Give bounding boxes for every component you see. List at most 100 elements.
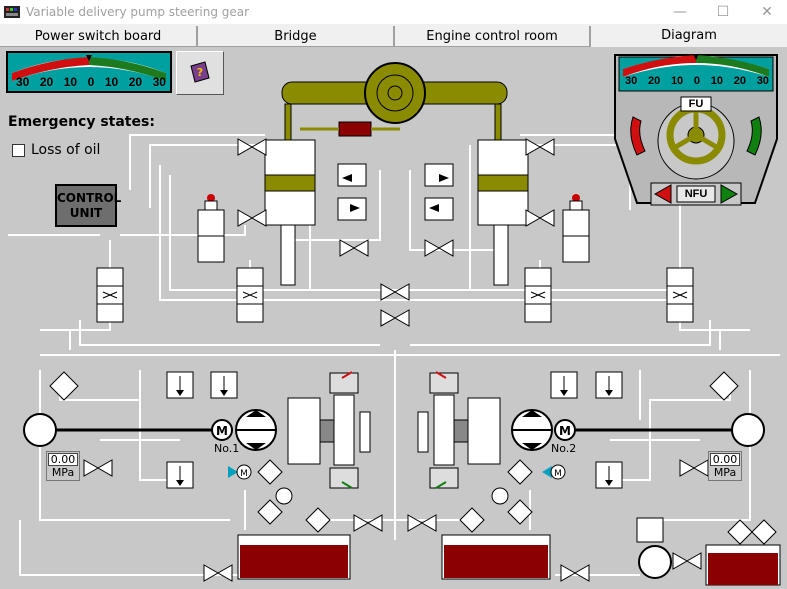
pressure-indicator-right: 0.00 MPa (708, 451, 742, 481)
valve-center-right[interactable] (424, 239, 454, 257)
gauge-left-tick-5: 10 (104, 75, 119, 89)
pilot-valve-4[interactable] (666, 267, 694, 323)
pilot-valve-2[interactable] (236, 267, 264, 323)
steering-panel-graphic (614, 54, 778, 206)
gauge-right-tick-1: 30 (625, 75, 638, 87)
check-valve-block-left (337, 163, 367, 221)
valve-tank-crossover-2[interactable] (407, 514, 437, 532)
valve-drain-right[interactable] (560, 564, 590, 582)
emergency-states-title: Emergency states: (8, 114, 155, 130)
minimize-icon: — (673, 4, 687, 20)
pump-no2-label: No.2 (551, 442, 576, 455)
motor-no2[interactable]: M (554, 419, 576, 441)
oil-tank-aux (705, 544, 781, 586)
gauge-left-tick-1: 30 (16, 75, 30, 89)
gauge-right-tick-5: 10 (710, 75, 723, 87)
pressure-right-value: 0.00 (710, 453, 740, 466)
valve-gauge-left[interactable] (83, 459, 113, 477)
gauge-right-tick-2: 20 (647, 75, 661, 87)
loss-of-oil-checkbox[interactable]: Loss of oil (12, 142, 100, 158)
svg-text:?: ? (197, 66, 203, 79)
pressure-gauge-left (275, 487, 293, 505)
servo-block-right (417, 371, 501, 489)
rudder-yoke (281, 62, 508, 285)
gauge-right-tick-7: 30 (756, 75, 769, 87)
pressure-gauge-right (491, 487, 509, 505)
filters (49, 371, 777, 545)
pilot-valve-3[interactable] (524, 267, 552, 323)
relief-valve-right-mid (550, 371, 578, 399)
aux-motor-right-label: M (554, 469, 562, 479)
valve-upper-left[interactable] (237, 209, 267, 227)
pressure-left-value: 0.00 (48, 453, 78, 466)
cylinder-left (264, 139, 316, 286)
valve-top-right[interactable] (525, 138, 555, 156)
valve-tank-crossover-1[interactable] (353, 514, 383, 532)
tab-power-switch-board[interactable]: Power switch board (0, 26, 198, 47)
maximize-button[interactable]: ☐ (703, 0, 743, 24)
tab-bar: Power switch board Bridge Engine control… (0, 24, 787, 47)
maximize-icon: ☐ (716, 4, 730, 20)
aux-motor-left-label: M (240, 469, 248, 479)
servo-block-left (287, 371, 371, 489)
pressure-right-unit: MPa (713, 466, 737, 479)
nfu-starboard-arrow-button[interactable] (721, 185, 737, 203)
gauge-right-tick-4: 0 (693, 75, 701, 87)
relief-valve-right-upper (595, 371, 623, 399)
aux-motor-left: M (228, 464, 252, 480)
bypass-valve-1[interactable] (380, 283, 410, 301)
gauge-left-tick-2: 20 (39, 75, 54, 89)
pump-no1[interactable] (235, 409, 277, 451)
pump-no1-label: No.1 (214, 442, 239, 455)
solenoid-valve-left[interactable] (197, 194, 225, 263)
loss-of-oil-checkbox-box[interactable] (12, 143, 25, 157)
nfu-port-arrow-button[interactable] (655, 185, 671, 203)
aux-pump[interactable] (638, 545, 672, 579)
valve-upper-right[interactable] (525, 209, 555, 227)
nfu-button[interactable]: NFU (684, 188, 708, 200)
motor-no1-label: M (216, 424, 228, 438)
window-title: Variable delivery pump steering gear (26, 5, 250, 19)
bypass-valve-2[interactable] (380, 309, 410, 327)
minimize-button[interactable]: — (660, 0, 700, 24)
steering-panel: 30 20 10 0 10 20 30 FU NFU (611, 51, 781, 211)
pump-no2[interactable] (511, 409, 553, 451)
title-bar: Variable delivery pump steering gear — ☐… (0, 0, 787, 24)
loss-of-oil-label: Loss of oil (31, 142, 101, 158)
solenoid-valve-right[interactable] (562, 194, 590, 263)
check-valve-block-right (424, 163, 454, 221)
control-unit-line2: UNIT (69, 206, 103, 220)
tab-diagram[interactable]: Diagram (591, 24, 787, 47)
servo-pump-right[interactable] (731, 413, 765, 447)
valve-center-left[interactable] (339, 239, 369, 257)
tab-engine-control-room[interactable]: Engine control room (395, 26, 591, 47)
help-book-button[interactable]: ? (176, 51, 224, 95)
cylinder-right (477, 139, 529, 286)
oil-tank-right (441, 534, 551, 580)
rudder-angle-gauge-left: 30 20 10 0 10 20 30 (6, 51, 172, 93)
pressure-indicator-left: 0.00 MPa (46, 451, 80, 481)
valve-top-left[interactable] (237, 138, 267, 156)
fu-button[interactable]: FU (688, 98, 704, 110)
aux-pump-filter (636, 517, 664, 543)
motor-no2-label: M (559, 424, 571, 438)
relief-valve-right-lower (595, 461, 623, 489)
diagram-panel: M M No.1 No.2 M M (0, 47, 787, 589)
steering-wheel[interactable] (670, 109, 722, 161)
close-button[interactable]: ✕ (747, 0, 787, 24)
pressure-left-unit: MPa (51, 466, 75, 479)
control-unit[interactable]: CONTROL UNIT (55, 184, 122, 227)
valve-gauge-right[interactable] (679, 459, 709, 477)
gauge-right-tick-6: 20 (733, 75, 746, 87)
gauge-right-tick-3: 10 (670, 75, 684, 87)
motor-no1[interactable]: M (211, 419, 233, 441)
tab-bridge[interactable]: Bridge (198, 26, 395, 47)
control-unit-line1: CONTROL (57, 191, 122, 205)
valve-drain-left[interactable] (203, 564, 233, 582)
relief-valve-left-upper (166, 371, 194, 399)
servo-pump-left[interactable] (23, 413, 57, 447)
help-book-icon: ? (190, 61, 210, 83)
pilot-valve-1[interactable] (96, 267, 124, 323)
valve-aux-pump[interactable] (672, 552, 702, 570)
relief-valve-left-lower (166, 461, 194, 489)
